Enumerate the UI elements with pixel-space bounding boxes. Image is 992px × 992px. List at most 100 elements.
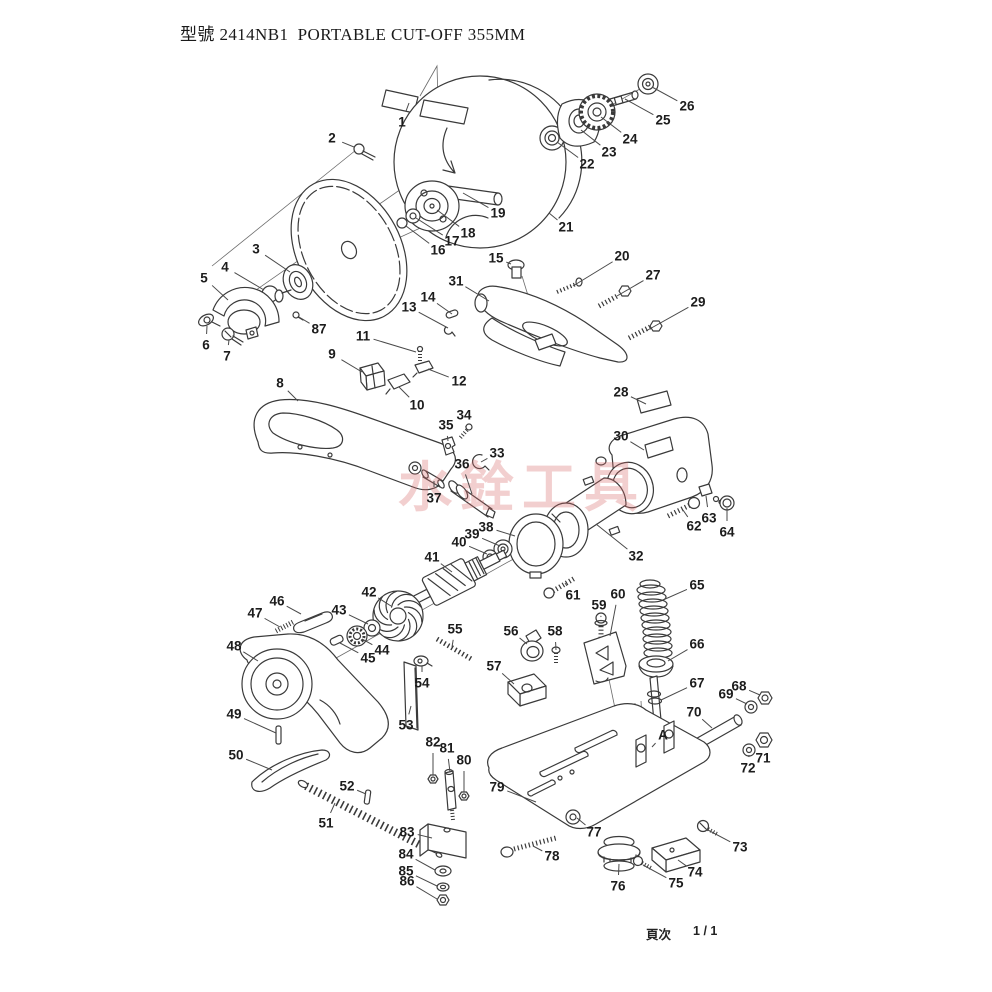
leader-line-47 — [264, 617, 281, 628]
leader-line-84 — [415, 858, 436, 871]
callout-47: 47 — [247, 606, 262, 621]
part-85-washer — [437, 883, 449, 891]
part-17-washer — [406, 209, 420, 223]
leader-line-23 — [580, 129, 601, 146]
part-84-washer — [435, 866, 451, 876]
part-61-bolt — [544, 578, 575, 598]
part-73-screw — [698, 821, 718, 835]
leader-line-11 — [373, 338, 417, 353]
callout-43: 43 — [331, 603, 347, 618]
part-81-shaft — [445, 770, 456, 821]
callout-22: 22 — [579, 157, 594, 172]
callout-5: 5 — [200, 271, 208, 286]
part-63-brush-holder — [699, 484, 723, 504]
callout-67: 67 — [689, 676, 704, 691]
callout-17: 17 — [444, 234, 459, 249]
leader-line-19 — [462, 192, 489, 208]
callout-1: 1 — [398, 115, 406, 130]
part-10-lever — [386, 374, 410, 394]
leader-line-63 — [705, 495, 709, 508]
leader-line-65 — [662, 588, 688, 601]
part-59-bolt — [595, 613, 607, 641]
footer-label: 頁次 — [646, 928, 672, 942]
part-26-bearing — [638, 74, 658, 94]
callout-75: 75 — [668, 876, 684, 891]
part-33-ring — [473, 455, 489, 470]
callout-21: 21 — [558, 220, 574, 235]
part-62-bolt — [668, 498, 700, 517]
leader-line-35 — [446, 435, 449, 442]
part-57-holder — [508, 674, 546, 706]
leader-line-36 — [465, 474, 473, 495]
part-44-bearing — [347, 626, 367, 646]
leader-line-2 — [341, 141, 355, 148]
leader-line-66 — [667, 649, 688, 662]
part-86-nut — [437, 895, 449, 905]
callout-37: 37 — [426, 491, 441, 506]
leader-line-12 — [427, 368, 449, 378]
callout-46: 46 — [269, 594, 285, 609]
part-29-bolt — [629, 321, 662, 338]
part-wheel-cutoff-disc — [268, 159, 430, 340]
callout-81: 81 — [439, 741, 455, 756]
callout-54: 54 — [414, 676, 430, 691]
callout-78: 78 — [544, 849, 560, 864]
callout-A: A — [658, 728, 668, 743]
leader-line-21 — [548, 212, 558, 221]
leader-line-51 — [330, 802, 336, 814]
callout-49: 49 — [226, 707, 241, 722]
leader-line-79 — [507, 790, 537, 803]
leader-line-57 — [501, 672, 515, 685]
leader-line-87 — [298, 316, 310, 324]
leader-line-61 — [564, 582, 568, 587]
leader-line-22 — [556, 141, 579, 158]
callout-14: 14 — [420, 290, 436, 305]
leader-line-48 — [243, 651, 259, 662]
callout-11: 11 — [356, 329, 371, 344]
leader-line-50 — [245, 758, 273, 771]
leader-line-17 — [415, 217, 443, 236]
leader-line-45 — [339, 642, 359, 654]
part-28-label — [637, 391, 671, 413]
part-12-lock-button — [413, 361, 433, 377]
leader-line-76 — [618, 863, 620, 876]
leader-line-20 — [572, 261, 613, 287]
part-8-handle-lower — [254, 400, 455, 490]
leader-line-28 — [630, 396, 647, 405]
part-38-baffle-ring — [509, 514, 563, 578]
callout-38: 38 — [478, 520, 494, 535]
leader-line-56 — [519, 637, 528, 645]
callout-50: 50 — [228, 748, 243, 763]
callout-65: 65 — [689, 578, 705, 593]
callout-28: 28 — [613, 385, 629, 400]
part-74-wrench-holder — [652, 838, 700, 872]
callout-62: 62 — [686, 519, 701, 534]
leader-line-74 — [677, 859, 687, 867]
callout-84: 84 — [398, 847, 414, 862]
callout-48: 48 — [226, 639, 242, 654]
leader-line-39 — [481, 537, 501, 547]
callout-55: 55 — [447, 622, 463, 637]
callout-19: 19 — [490, 206, 505, 221]
leader-line-69 — [735, 698, 748, 705]
part-9-switch — [360, 363, 385, 390]
part-13-clip — [444, 327, 455, 336]
callout-34: 34 — [456, 408, 472, 423]
leader-line-46 — [286, 605, 302, 615]
part-65-spring — [637, 580, 672, 658]
part-87-screw — [293, 312, 303, 320]
callout-layer: 1234567891011121314151617181920212223242… — [200, 86, 771, 900]
leader-line-1 — [405, 102, 410, 112]
callout-4: 4 — [221, 260, 229, 275]
callout-12: 12 — [451, 374, 466, 389]
callout-53: 53 — [398, 718, 414, 733]
part-77-washer — [566, 810, 580, 824]
leader-line-41 — [440, 563, 453, 573]
part-47-spring — [276, 622, 293, 631]
leader-line-26 — [651, 86, 678, 102]
part-80-nut — [459, 792, 469, 800]
callout-71: 71 — [755, 751, 771, 766]
part-51-vise-screw — [297, 779, 442, 858]
